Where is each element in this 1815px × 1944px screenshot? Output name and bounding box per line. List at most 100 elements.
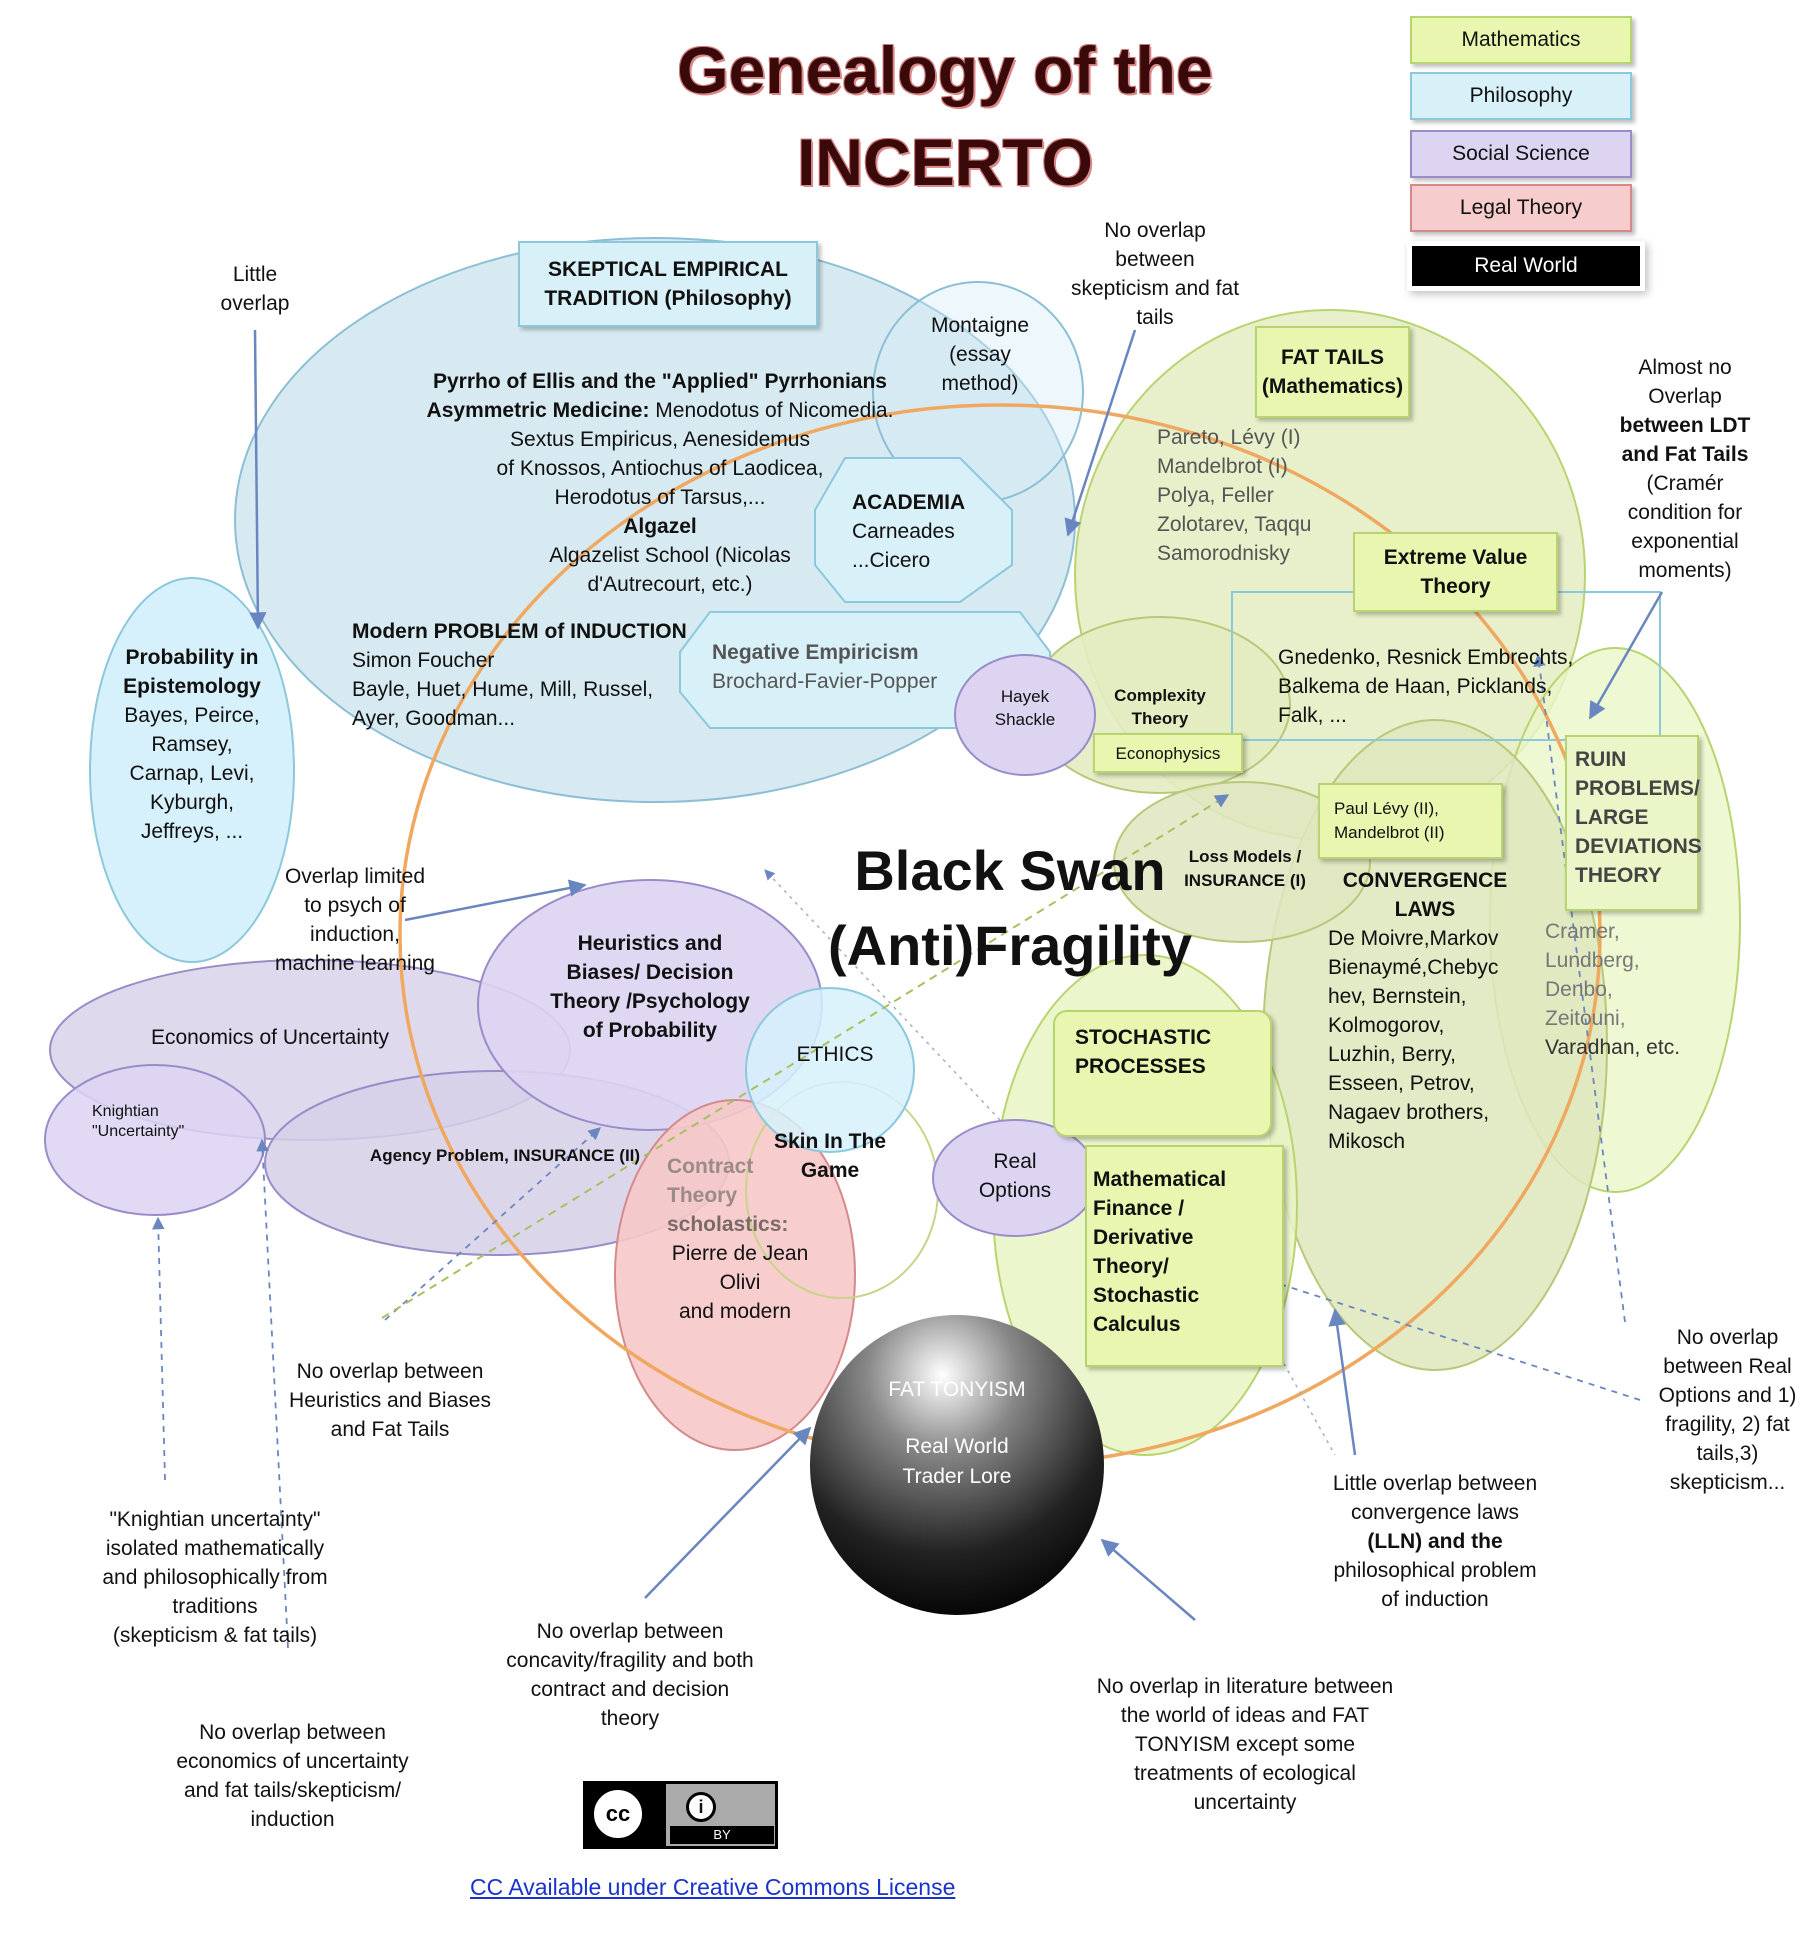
arrow-overlap-limited [404,879,587,922]
math-finance-line-3: Derivative [1093,1226,1194,1249]
note-line: No overlap [1104,219,1206,242]
ruin-header-2: PROBLEMS/ [1575,777,1700,800]
heuristics-line-3: Theory /Psychology [550,990,750,1013]
prob-epist-line-1: Bayes, Peirce, [124,704,260,727]
cc-by-label: BY [670,1826,774,1844]
note-bold: (LLN) and the [1367,1530,1503,1553]
fat-tails-line-2: Mandelbrot (I) [1157,455,1288,478]
contract-faded-3: scholastics: [667,1213,789,1236]
note-line: and philosophically from [102,1566,328,1589]
note-line: traditions [172,1595,258,1618]
fat-tails-header-2: (Mathematics) [1261,375,1404,398]
prob-epist-header-2: Epistemology [123,675,261,698]
ruin-header-4: DEVIATIONS [1575,835,1702,858]
arrow-literature [1100,1538,1196,1621]
evt-line-3: Falk, ... [1278,704,1347,727]
evt-line-2: Balkema de Haan, Picklands, [1278,675,1553,698]
fat-tonyism-line-2: Trader Lore [902,1465,1012,1488]
note-line: contract and decision [530,1678,730,1701]
convergence-header-1: CONVERGENCE [1342,869,1508,892]
note-line: philosophical problem [1333,1559,1537,1582]
note-no-overlap-heuristics: No overlap between Heuristics and Biases… [270,1357,510,1444]
contract-ellipse [614,1099,856,1451]
fat-tails-line-4: Zolotarev, Taqqu [1157,513,1312,536]
real-options-line-2: Options [978,1179,1052,1202]
cc-license-link[interactable]: CC Available under Creative Commons Lice… [470,1874,956,1900]
note-line: (Cramér [1646,472,1724,495]
skin-line-2: Game [800,1159,860,1182]
note-line: of induction [1381,1588,1489,1611]
ethics-label: ETHICS [796,1043,874,1066]
title-line-1: Genealogy of the [677,33,1213,107]
convergence-line-6: Esseen, Petrov, [1328,1072,1475,1095]
skeptics-line-1: Sextus Empiricus, Aenesidemus [510,428,810,451]
convergence-line-7: Nagaev brothers, [1328,1101,1490,1124]
complexity-line-2: Theory [1131,709,1189,728]
ruin-header-1: RUIN [1575,748,1627,771]
note-little-overlap-convergence: Little overlap between convergence laws … [1315,1469,1555,1614]
legend-item-philosophy: Philosophy [1410,72,1632,120]
contract-line-1: Pierre de Jean [671,1242,809,1265]
fat-tonyism-line-1: Real World [905,1435,1009,1458]
note-line: Little overlap between [1332,1472,1538,1495]
fat-tails-line-1: Pareto, Lévy (I) [1157,426,1301,449]
note-bold: between LDT [1619,414,1751,437]
legend-item-social-science: Social Science [1410,130,1632,178]
note-line: between LDT [1590,411,1780,440]
ruin-header-box [1565,735,1699,911]
note-line: Overlap [1648,385,1722,408]
evt-header-1: Extreme Value [1383,546,1528,569]
academia-octagon [814,457,1013,603]
note-line: Almost no [1638,356,1732,379]
note-line: skepticism... [1669,1471,1786,1494]
title-line-2: INCERTO [797,125,1093,199]
algazel: Algazel [623,515,697,538]
note-no-overlap-real-options: No overlap between Real Options and 1) f… [1640,1323,1815,1497]
dotted-real-options-stoch [1197,1209,1336,1456]
note-line: fragility, 2) fat [1665,1413,1790,1436]
math-finance-line-2: Finance / [1093,1197,1185,1220]
fat-tails-header-1: FAT TAILS [1280,346,1385,369]
arrow-convergence [1328,1308,1357,1456]
econophysics-box: Econophysics [1093,733,1243,773]
math-finance-line-4: Theory/ [1093,1255,1169,1278]
note-line: and Fat Tails [330,1418,450,1441]
cc-badge[interactable]: cc i BY [583,1781,778,1849]
induction-title: Modern PROBLEM of INDUCTION [352,620,687,643]
knightian-line-1: Knightian [92,1103,159,1120]
prob-epist-header-1: Probability in [125,646,259,669]
montaigne-line-1: Montaigne [930,314,1030,337]
ruin-line-1: Cramer, [1545,920,1620,943]
center-line-1: Black Swan [854,839,1166,902]
arrow-ruin-up [1533,653,1626,1323]
stochastic-box [1053,1010,1272,1137]
note-line: tails,3) [1696,1442,1759,1465]
econophysics-label: Econophysics [1115,743,1221,763]
math-finance-line-5: Stochastic [1093,1284,1200,1307]
note-line: Overlap limited [284,865,426,888]
note-knightian-isolated: "Knightian uncertainty" isolated mathema… [80,1505,350,1650]
dotted-lines [764,869,1336,1456]
arrow-little-overlap [249,329,267,630]
note-line: No overlap between [296,1360,484,1383]
note-line: induction, [310,923,400,946]
montaigne-line-3: method) [941,372,1019,395]
contract-line-2: Olivi [719,1271,761,1294]
induction-line-1: Simon Foucher [352,649,495,672]
ruin-line-4: Zeitouni, [1545,1007,1626,1030]
negative-empiricism-title: Negative Empiricism [712,641,919,664]
ethics-circle [745,987,915,1153]
arrows [249,329,1664,1621]
montaigne-line-2: (essay [949,343,1011,366]
note-no-overlap-literature: No overlap in literature between the wor… [1080,1672,1410,1817]
arrow-concavity [644,1426,812,1599]
loss-models-ellipse [1113,781,1371,943]
note-line: skepticism and fat [1070,277,1240,300]
note-line: treatments of ecological [1134,1762,1356,1785]
note-line: No overlap between [536,1620,724,1643]
note-no-overlap-concavity: No overlap between concavity/fragility a… [495,1617,765,1733]
arrow-ldt [1588,591,1664,720]
agency-label: Agency Problem, INSURANCE (II) [369,1146,641,1165]
heuristics-line-4: of Probability [582,1019,718,1042]
